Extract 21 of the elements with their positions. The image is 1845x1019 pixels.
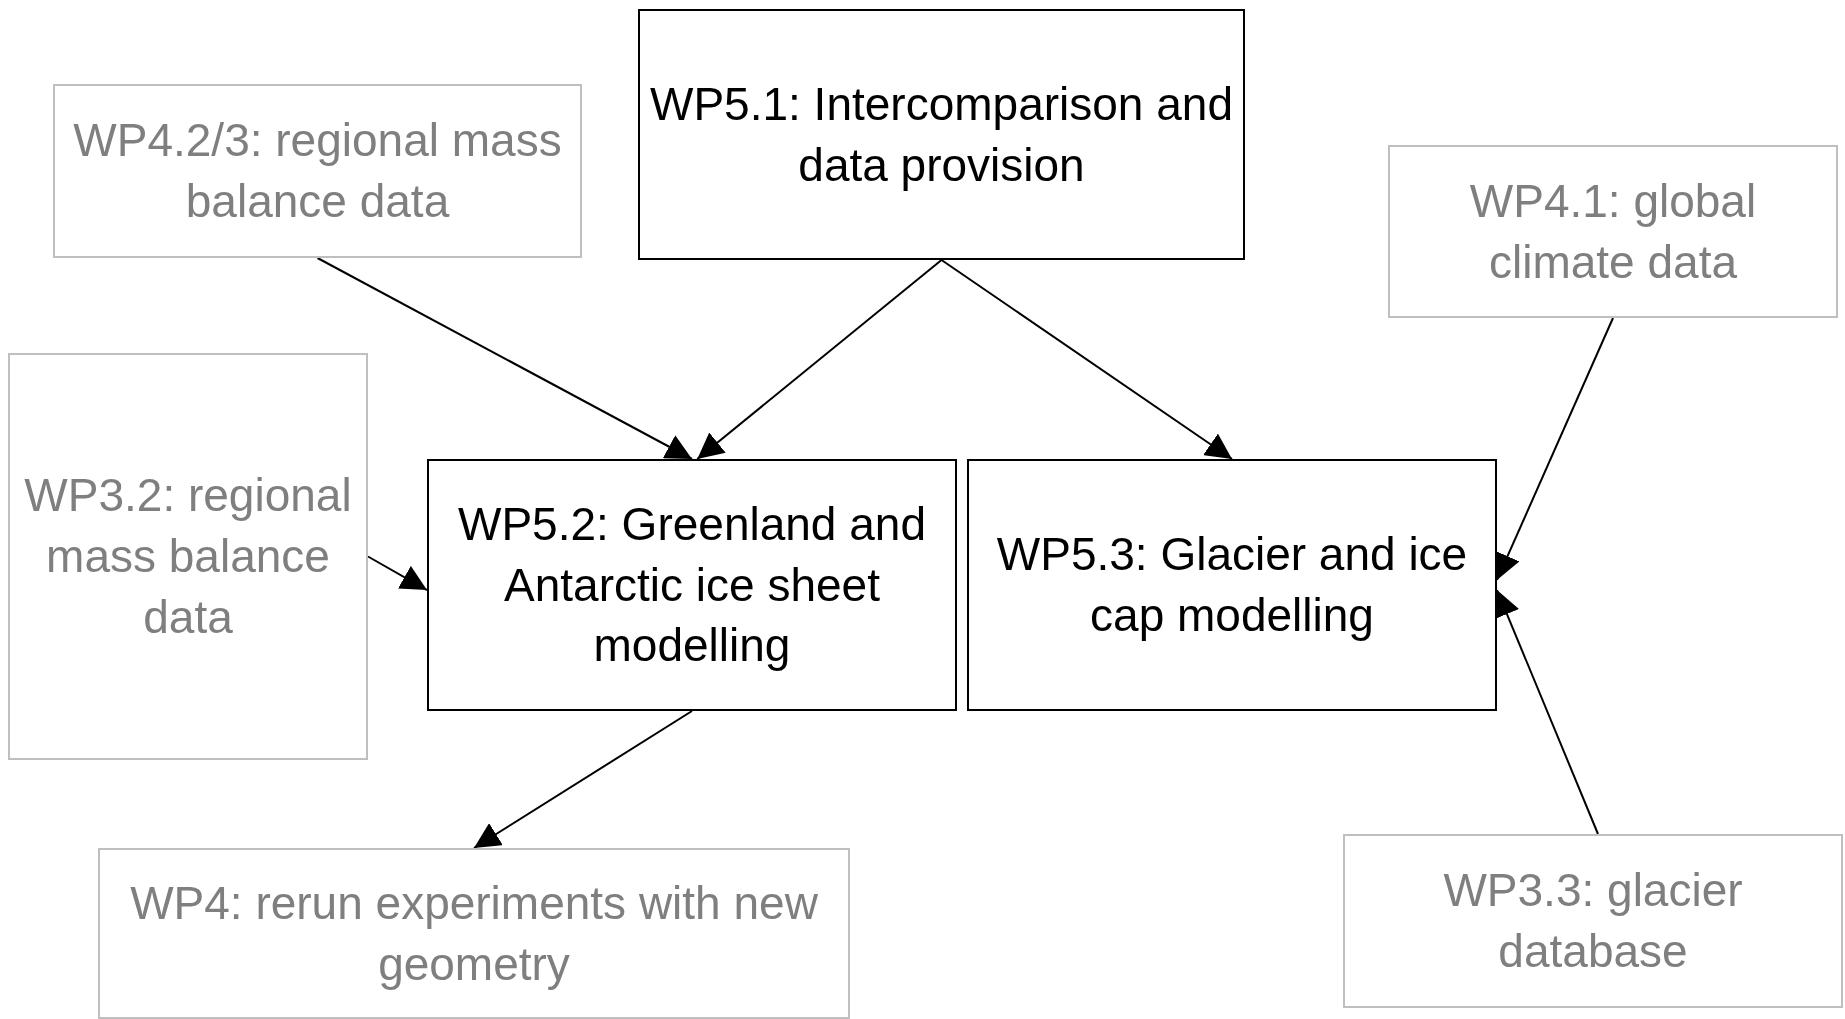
input-box <box>98 848 850 1019</box>
process-box <box>427 459 957 711</box>
box-label: WP5.1: Intercomparison and data provision <box>650 76 1233 193</box>
arrow <box>473 710 693 849</box>
process-box <box>638 9 1245 260</box>
input-box <box>1343 834 1843 1008</box>
box-label: WP3.2: regional mass balance data <box>23 468 353 645</box>
box-label: WP4.2/3: regional mass balance data <box>72 113 563 229</box>
arrow <box>316 257 693 460</box>
input-box <box>53 84 582 258</box>
box-label: WP4: rerun experiments with new geometry <box>129 875 819 992</box>
box-label: WP4.1: global climate data <box>1468 173 1758 290</box>
input-box <box>8 353 368 760</box>
arrow <box>367 555 428 592</box>
box-label: WP5.2: Greenland and Antarctic ice sheet modelling <box>457 496 927 674</box>
box-label: WP5.3: Glacier and ice cap modelling <box>995 527 1469 643</box>
input-box <box>1388 145 1838 318</box>
arrow <box>696 259 943 460</box>
arrow <box>940 259 1233 460</box>
box-label: WP3.3: glacier database <box>1442 863 1744 979</box>
process-box <box>967 459 1497 711</box>
